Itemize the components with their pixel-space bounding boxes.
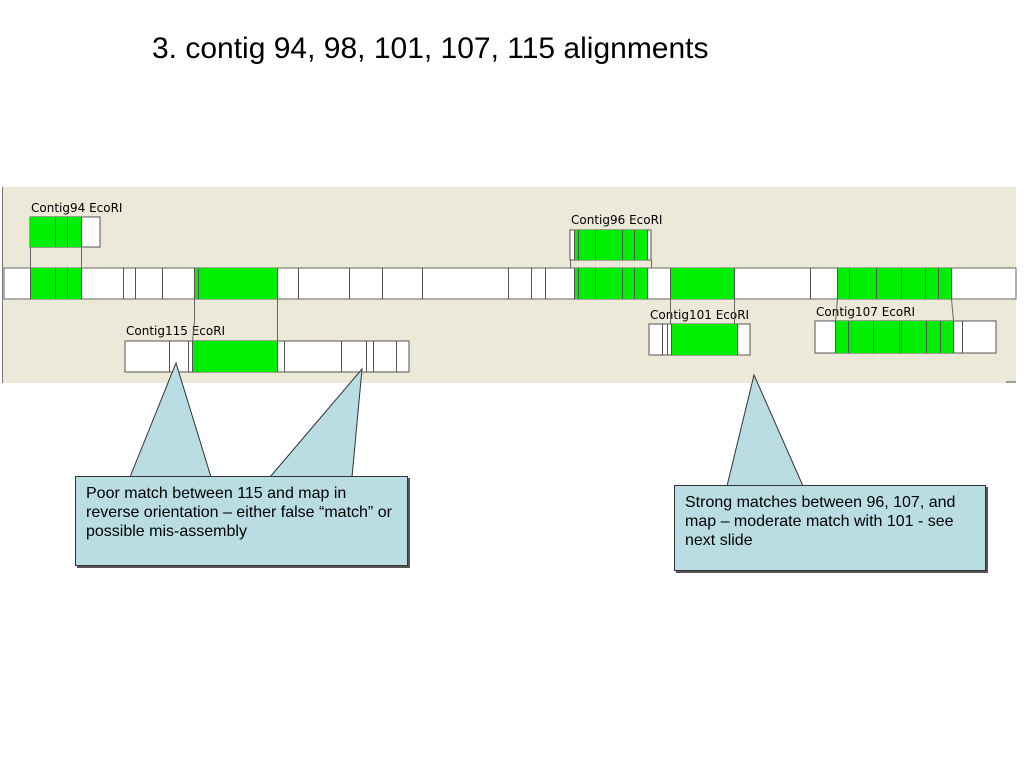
map-match-block <box>670 268 734 299</box>
contig101-connectors <box>670 299 735 324</box>
callout-right-pointer <box>726 373 804 487</box>
contig94-connectors <box>30 247 82 268</box>
callout-left-pointer-2 <box>268 367 363 478</box>
contig96-track: Contig96 EcoRI <box>569 213 662 268</box>
map-match-block <box>837 268 951 299</box>
callout-right: Strong matches between 96, 107, and map … <box>674 485 986 571</box>
contig101-match-block <box>671 324 737 355</box>
map-match-block <box>194 268 277 299</box>
contig115-track: Contig115 EcoRI <box>124 299 410 373</box>
contig96-connectors <box>570 260 652 268</box>
contig107-label: Contig107 EcoRI <box>816 305 915 319</box>
contig115-match-block <box>192 341 277 372</box>
contig94-label: Contig94 EcoRI <box>31 201 122 215</box>
contig101-label: Contig101 EcoRI <box>650 308 749 322</box>
contig94-track: Contig94 EcoRI <box>29 201 122 268</box>
contig96-match-block <box>574 230 647 260</box>
map-match-block <box>574 268 647 299</box>
contig115-connectors <box>192 299 278 342</box>
contig101-track: Contig101 EcoRI <box>648 299 751 356</box>
slide-title: 3. contig 94, 98, 101, 107, 115 alignmen… <box>152 32 709 65</box>
contig107-match-block <box>835 321 953 353</box>
contig96-label: Contig96 EcoRI <box>571 213 662 227</box>
contig107-connectors <box>835 298 954 322</box>
map-track <box>3 267 1017 300</box>
contig115-label: Contig115 EcoRI <box>126 324 225 338</box>
callout-left: Poor match between 115 and map in revers… <box>75 476 408 566</box>
contig107-track: Contig107 EcoRI <box>814 298 997 354</box>
map-fragment-dividers <box>30 268 952 299</box>
